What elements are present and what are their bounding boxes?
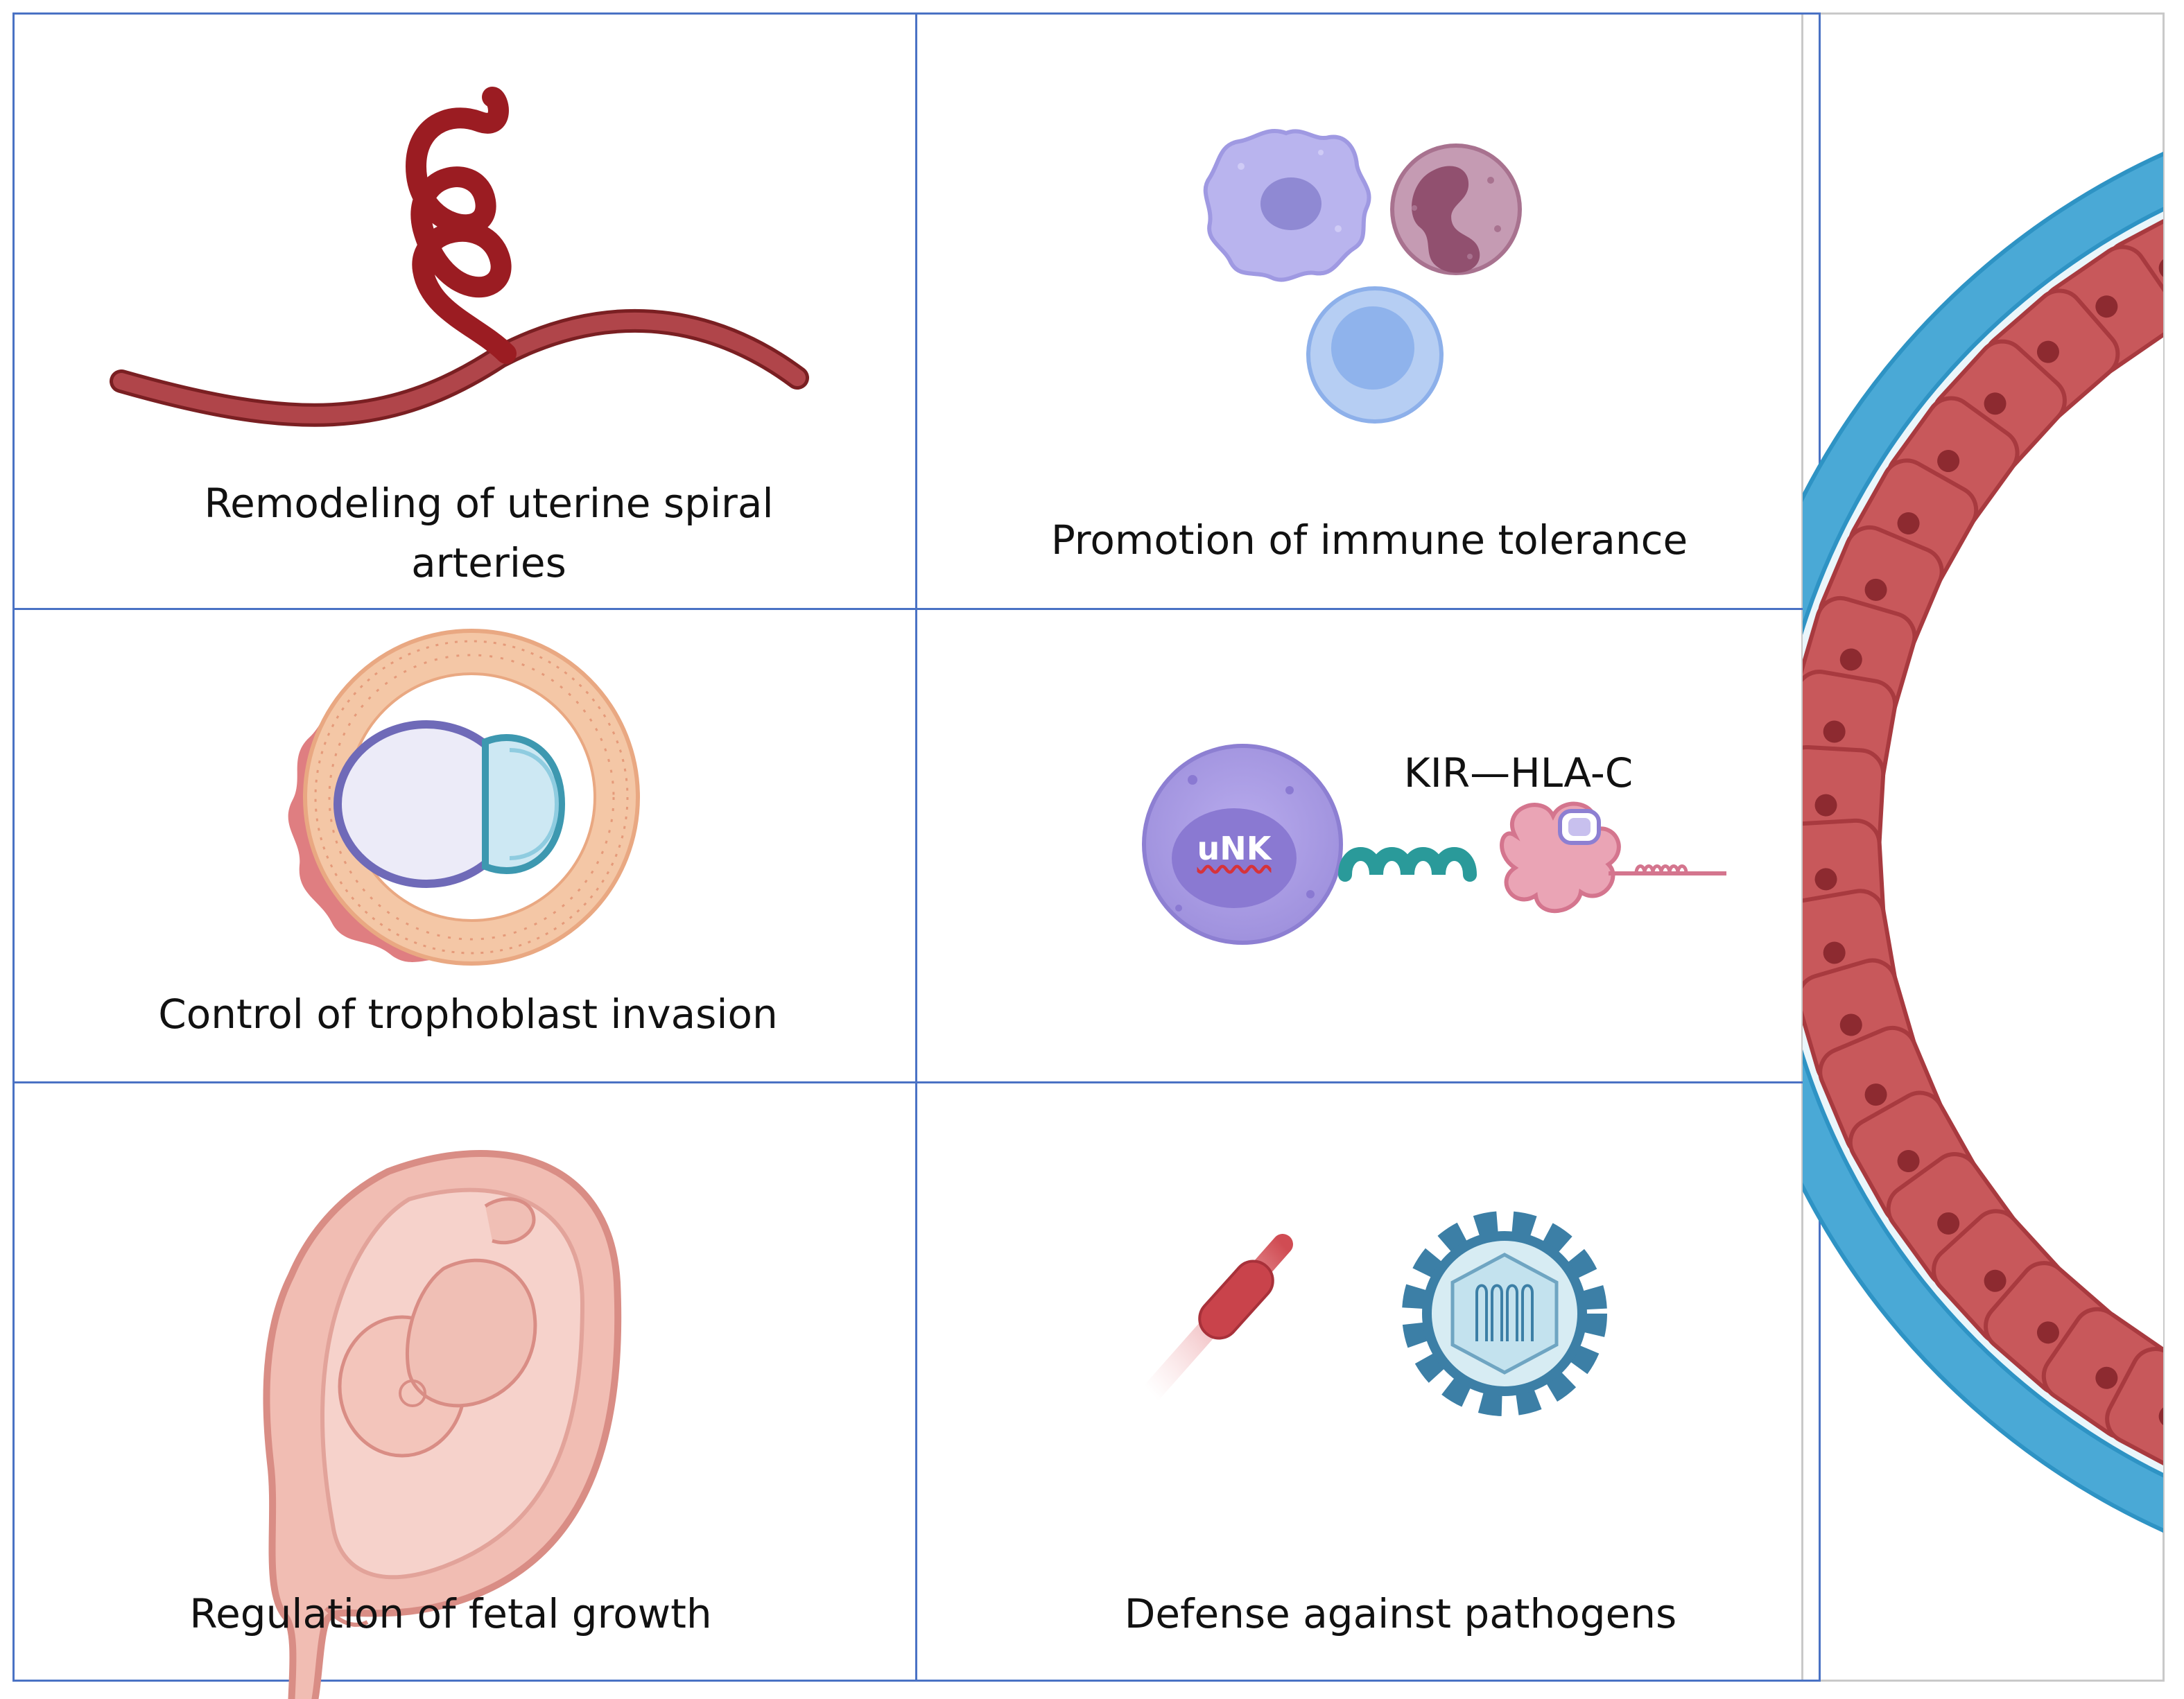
label-trophoblast-invasion: Control of trophoblast invasion [158,991,778,1038]
label-fetal-growth: Regulation of fetal growth [189,1590,712,1637]
label-immune-tolerance: Promotion of immune tolerance [1050,516,1688,564]
epithelial-cell [2105,1347,2163,1476]
right-panel [1801,12,2165,1682]
blastocyst-icon [288,629,640,966]
label-unk: uNK [1197,830,1272,867]
pathogens-icon [1141,1211,1607,1416]
spiral-artery-icon [110,87,809,427]
epithelial-cells [1803,208,2163,1476]
label-kir-hla-c: KIR—HLA-C [1403,749,1633,796]
label-pathogen-defense: Defense against pathogens [1124,1590,1677,1637]
virus-icon [1402,1211,1607,1416]
immune-cells-icon [1203,129,1522,424]
lymphocyte-icon [1306,286,1444,424]
panel-pathogen-defense [915,1081,1821,1682]
hla-c-molecule-icon [1500,801,1726,914]
macrophage-icon [1203,129,1371,282]
bacterium-icon [1141,1234,1293,1404]
label-evt: EVT [1741,794,1781,869]
evt-ring-icon [1803,152,2163,1533]
unk-cell-icon [1142,744,1343,945]
fetus-in-uterus-icon [263,1150,622,1699]
granulocyte-icon [1390,143,1522,275]
kir-receptor-icon [1338,847,1477,882]
label-spiral-arteries: Remodeling of uterine spiral arteries [204,480,774,586]
